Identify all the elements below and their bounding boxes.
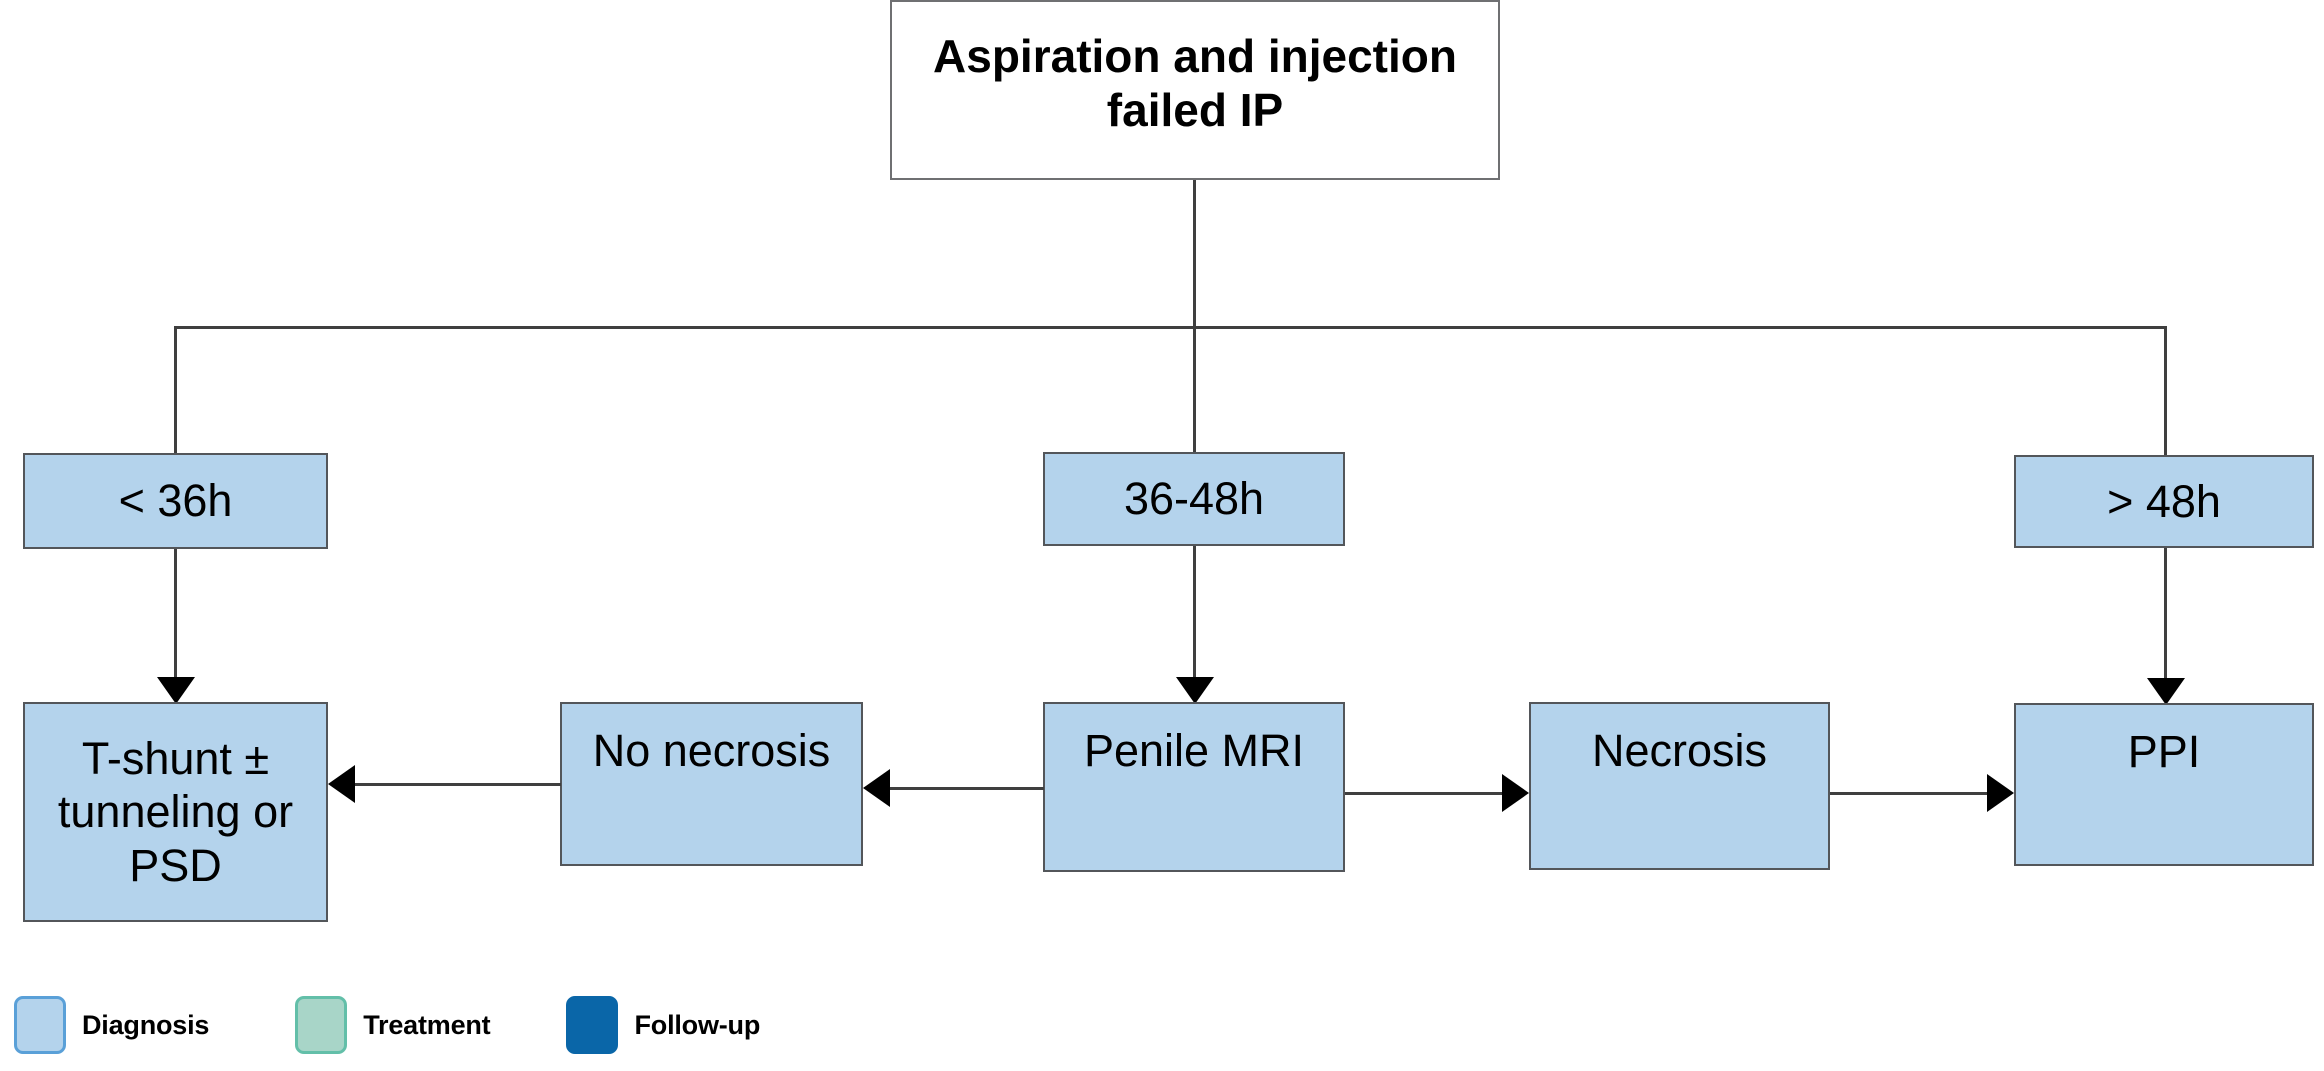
node-label: Penile MRI [1083,725,1305,776]
legend: Diagnosis Treatment Follow-up [14,996,760,1054]
arrowhead-down-tshunt [157,677,195,704]
node-label: < 36h [118,475,233,527]
node-penile-mri[interactable]: Penile MRI [1043,702,1345,872]
node-greater-than-48h[interactable]: > 48h [2014,455,2314,548]
connector-necrosis-to-ppi [1830,792,1987,795]
arrowhead-left-no-necrosis [863,769,890,807]
connector-tier1-bus [175,326,2167,329]
node-label: > 48h [2107,475,2221,527]
node-less-than-36h[interactable]: < 36h [23,453,328,549]
connector-penile-mri-to-necrosis [1345,792,1502,795]
connector-penile-mri-to-no-necrosis [890,787,1044,790]
legend-item-treatment: Treatment [295,996,491,1054]
arrowhead-down-ppi [2147,678,2185,705]
connector-no-necrosis-to-tshunt [355,783,561,786]
node-label: PPI [2127,726,2201,777]
legend-label-diagnosis: Diagnosis [82,1009,210,1040]
legend-label-treatment: Treatment [363,1009,491,1040]
node-ppi[interactable]: PPI [2014,703,2314,866]
legend-item-diagnosis: Diagnosis [14,996,209,1054]
legend-label-followup: Follow-up [634,1009,761,1040]
legend-swatch-diagnosis [14,996,66,1054]
node-aspiration-injection-failed-ip[interactable]: Aspiration and injection failed IP [890,0,1500,180]
node-t-shunt-tunneling-or-psd[interactable]: T-shunt ± tunneling or PSD [23,702,328,922]
node-label: No necrosis [592,725,831,776]
connector-gt48-to-ppi [2164,548,2167,681]
legend-swatch-treatment [295,996,348,1054]
connector-bus-to-gt48 [2164,326,2167,455]
legend-item-followup: Follow-up [566,996,760,1054]
connector-bus-to-36to48 [1193,326,1196,452]
node-necrosis[interactable]: Necrosis [1529,702,1830,870]
arrowhead-down-penile-mri [1176,677,1214,704]
connector-lt36-to-tshunt [174,549,177,680]
connector-bus-to-lt36 [174,326,177,453]
node-no-necrosis[interactable]: No necrosis [560,702,863,866]
legend-swatch-followup [566,996,619,1054]
node-label: T-shunt ± tunneling or PSD [57,733,294,891]
node-label: 36-48h [1123,473,1265,525]
node-label: Aspiration and injection failed IP [933,29,1457,136]
node-36-to-48h[interactable]: 36-48h [1043,452,1345,546]
arrowhead-right-necrosis [1502,774,1529,812]
arrowhead-left-tshunt [328,765,355,803]
node-label: Necrosis [1591,725,1768,776]
connector-root-stem [1193,180,1196,327]
arrowhead-right-ppi [1987,774,2014,812]
connector-36to48-to-penile-mri [1193,546,1196,680]
